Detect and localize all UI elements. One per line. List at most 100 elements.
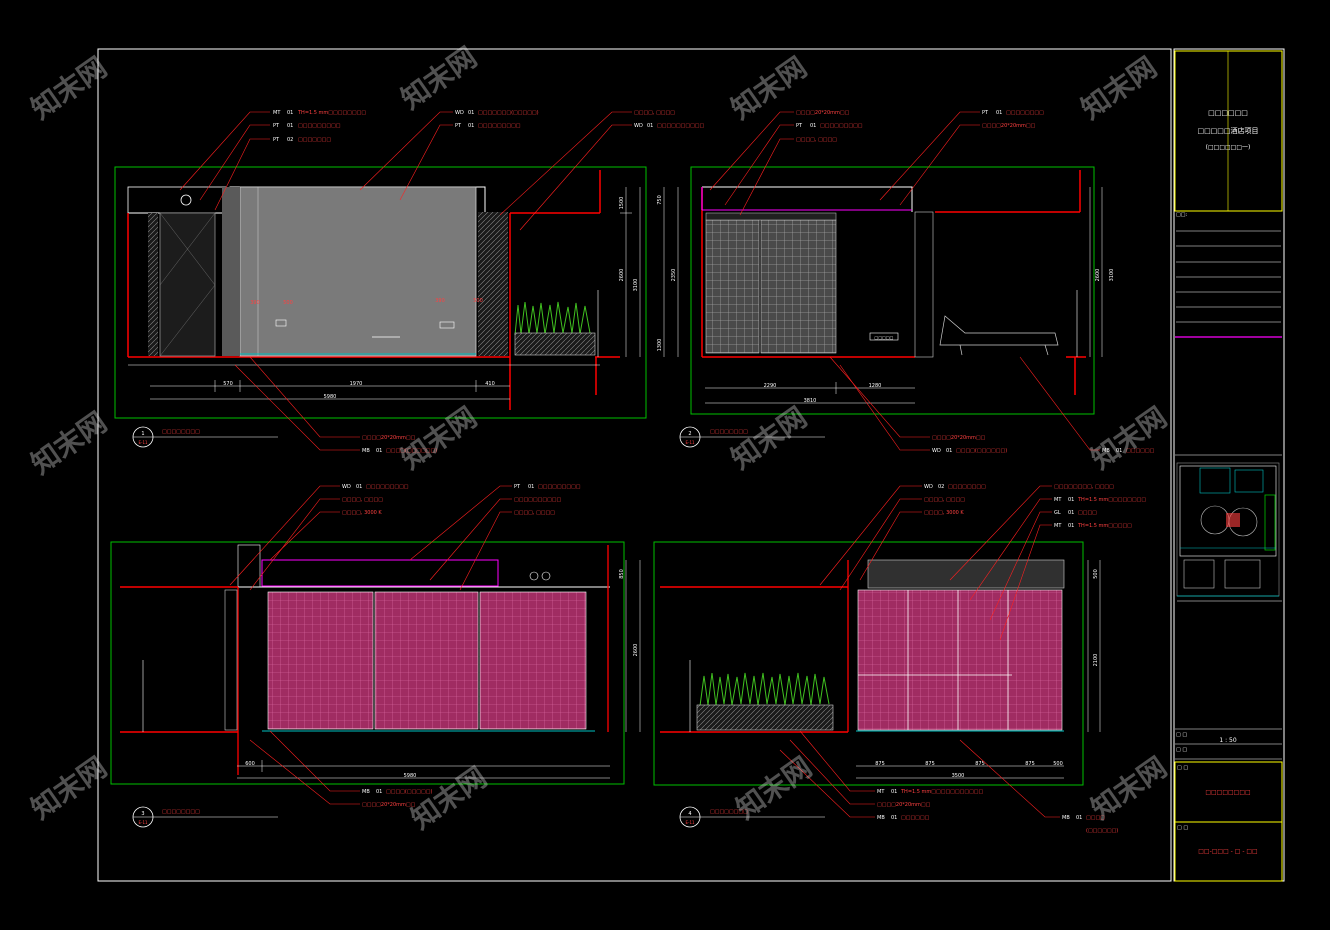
- view2-dim-a: 2290: [764, 383, 777, 389]
- view1-tag-g-code: WD: [634, 123, 643, 129]
- view1-tag-e-code: PT: [455, 123, 462, 129]
- elevation-view-1: 570 1970 410 5980 1500 2600 3100 390 500…: [114, 110, 705, 454]
- view1-dim-right-b: 2600: [619, 269, 625, 282]
- view4-tag-f-text: □□□□: [1078, 510, 1097, 516]
- view4-tag-l-text: (□□□□□□): [1086, 828, 1118, 834]
- drawing-name: □□□□□□□□: [1205, 789, 1250, 796]
- view1-inner-dim-d: 500: [473, 298, 483, 304]
- view1-tag-h-text: □□□□20*20mm□□: [362, 435, 416, 441]
- view4-tag-j-text: □□□□□□: [901, 815, 930, 821]
- sheet-frame: [97, 48, 1172, 882]
- view1-title: 1 E-11 □□□□□□□□: [132, 426, 278, 448]
- view4-tag-h-no: 01: [891, 789, 897, 795]
- view1-tags-top-right: □□□□, □□□□ WD 01 □□□□□□□□□□: [634, 110, 705, 129]
- view4-tag-k-code: MB: [1062, 815, 1070, 821]
- view3-tag-g-code: MB: [362, 789, 370, 795]
- view1-tag-g-text: □□□□□□□□□□: [657, 123, 705, 129]
- view2-tags-bottom: □□□□20*20mm□□ WD 01 □□□□(□□□□□□) MB 01 □…: [932, 435, 1155, 454]
- view4-tag-j-no: 01: [891, 815, 897, 821]
- view4-tag-i-text: □□□□20*20mm□□: [877, 802, 931, 808]
- view3-pink-panel-c: [479, 591, 587, 730]
- view2-tag-f-text: □□□□20*20mm□□: [932, 435, 986, 441]
- view4-tags-bottom: MT 01 TH=1.5 mm□□□□□□□□□□□ □□□□20*20mm□□…: [877, 789, 984, 821]
- watermark-7: 知末网: [725, 401, 813, 476]
- view4-tag-right: MB 01 □□□□ (□□□□□□): [1062, 815, 1118, 834]
- drawing-name-label: □ □: [1177, 765, 1188, 771]
- view3-title-text: □□□□□□□□: [162, 809, 200, 815]
- view1-tag-f-text: □□□□, □□□□: [634, 110, 675, 116]
- view2-tag-b-code: PT: [796, 123, 803, 129]
- key-plan: [1176, 462, 1282, 602]
- view1-tag-g-no: 01: [647, 123, 653, 129]
- view4-tag-b-text: □□□□, □□□□: [924, 497, 965, 503]
- view1-glass-door: [159, 212, 216, 357]
- view4-tag-a-code: WD: [924, 484, 933, 490]
- view3-tag-g-text: □□□□(□□□□□): [386, 789, 432, 795]
- view2-dim-right-b: 3100: [1109, 269, 1115, 282]
- watermark-9: 知末网: [25, 751, 113, 826]
- view4-tag-f-no: 01: [1068, 510, 1074, 516]
- watermark-1: 知末网: [25, 51, 113, 126]
- view2-glass-screen-right: [760, 219, 837, 354]
- view2-dim-right-a: 2600: [1095, 269, 1101, 282]
- elevation-view-2: □□□□□ 2290 1280 3810 2600 3100 750 2350 …: [657, 110, 1155, 454]
- date-label: □ □: [1176, 747, 1187, 753]
- view1-tag-b-code: PT: [273, 123, 280, 129]
- view4-tag-j-code: MB: [877, 815, 885, 821]
- view1-tag-c-code: PT: [273, 137, 280, 143]
- view3-tag-e-text: □□□□□□□□□□: [514, 497, 562, 503]
- view1-dim-b: 1970: [350, 381, 363, 387]
- view3-tag-d-text: □□□□□□□□□: [538, 484, 581, 490]
- view4-dim-d: 875: [1025, 761, 1035, 767]
- view1-dim-right-c: 3100: [633, 279, 639, 292]
- view3-title: 3 E-11 □□□□□□□□: [132, 806, 278, 828]
- watermark-10: 知末网: [405, 761, 493, 836]
- view2-tag-g-code: WD: [932, 448, 941, 454]
- view3-tags-top-left: WD 01 □□□□□□□□□ □□□□, □□□□ □□□□, 3000 K: [342, 484, 409, 516]
- view3-tag-h-text: □□□□20*20mm□□: [362, 802, 416, 808]
- view4-tag-c-text: □□□□, 3000 K: [924, 510, 964, 516]
- view2-tag-b-no: 01: [810, 123, 816, 129]
- view3-pink-panel-b: [374, 591, 479, 730]
- view1-title-text: □□□□□□□□: [162, 429, 200, 435]
- view1-tag-c-text: □□□□□□□: [298, 137, 331, 143]
- view1-tag-a-text: TH=1.5 mm□□□□□□□□: [297, 110, 366, 116]
- view4-tag-a-no: 02: [938, 484, 944, 490]
- view4-tag-g-no: 01: [1068, 523, 1074, 529]
- view2-tag-d-no: 01: [996, 110, 1002, 116]
- view2-title-text: □□□□□□□□: [710, 429, 748, 435]
- view4-pink-panel: [857, 589, 1063, 731]
- view4-number: 4: [688, 811, 691, 817]
- view2-dim-b: 1280: [869, 383, 882, 389]
- view2-glass-screen-left: [705, 219, 760, 354]
- drawing-no-label: □ □: [1177, 825, 1188, 831]
- view2-tag-g-no: 01: [946, 448, 952, 454]
- drawing-no: □□-□□□ - □ - □□: [1198, 848, 1257, 855]
- view3-tag-a-text: □□□□□□□□□: [366, 484, 409, 490]
- view2-dim-left-b: 2350: [671, 269, 677, 282]
- view2-tag-d-text: □□□□□□□□: [1006, 110, 1044, 116]
- project-line2: □□□□□酒店项目: [1197, 126, 1258, 135]
- watermark-5: 知末网: [25, 406, 113, 481]
- view1-tag-a-no: 01: [287, 110, 293, 116]
- view4-tag-h-code: MT: [877, 789, 885, 795]
- view1-tag-b-text: □□□□□□□□□: [298, 123, 341, 129]
- view1-tags-bottom: □□□□20*20mm□□ MB 01 □□□□(□□□□□□): [362, 435, 437, 454]
- view4-title: 4 E-11 □□□□□□□□: [679, 806, 825, 828]
- elevation-view-4: 875 875 875 875 500 3500 500 2100 WD 02 …: [653, 484, 1146, 834]
- view1-tag-i-code: MB: [362, 448, 370, 454]
- view1-tag-i-no: 01: [376, 448, 382, 454]
- view3-tag-f-text: □□□□, □□□□: [514, 510, 555, 516]
- view4-tag-d-text: □□□□□□□□, □□□□: [1054, 484, 1114, 490]
- view2-tags-top-left: □□□□20*20mm□□ PT 01 □□□□□□□□□ □□□□, □□□□: [796, 110, 863, 143]
- view4-dim-a: 875: [875, 761, 885, 767]
- view1-dim-right-a: 1500: [619, 197, 625, 210]
- view3-sheet: E-11: [138, 820, 148, 825]
- view4-tag-h-text: TH=1.5 mm□□□□□□□□□□□: [900, 789, 984, 795]
- view3-dim-right-a: 850: [619, 569, 625, 579]
- view2-dim-left-a: 750: [657, 195, 663, 205]
- scale-label: □ □: [1176, 732, 1187, 738]
- view4-tag-e-no: 01: [1068, 497, 1074, 503]
- view1-tag-e-no: 01: [468, 123, 474, 129]
